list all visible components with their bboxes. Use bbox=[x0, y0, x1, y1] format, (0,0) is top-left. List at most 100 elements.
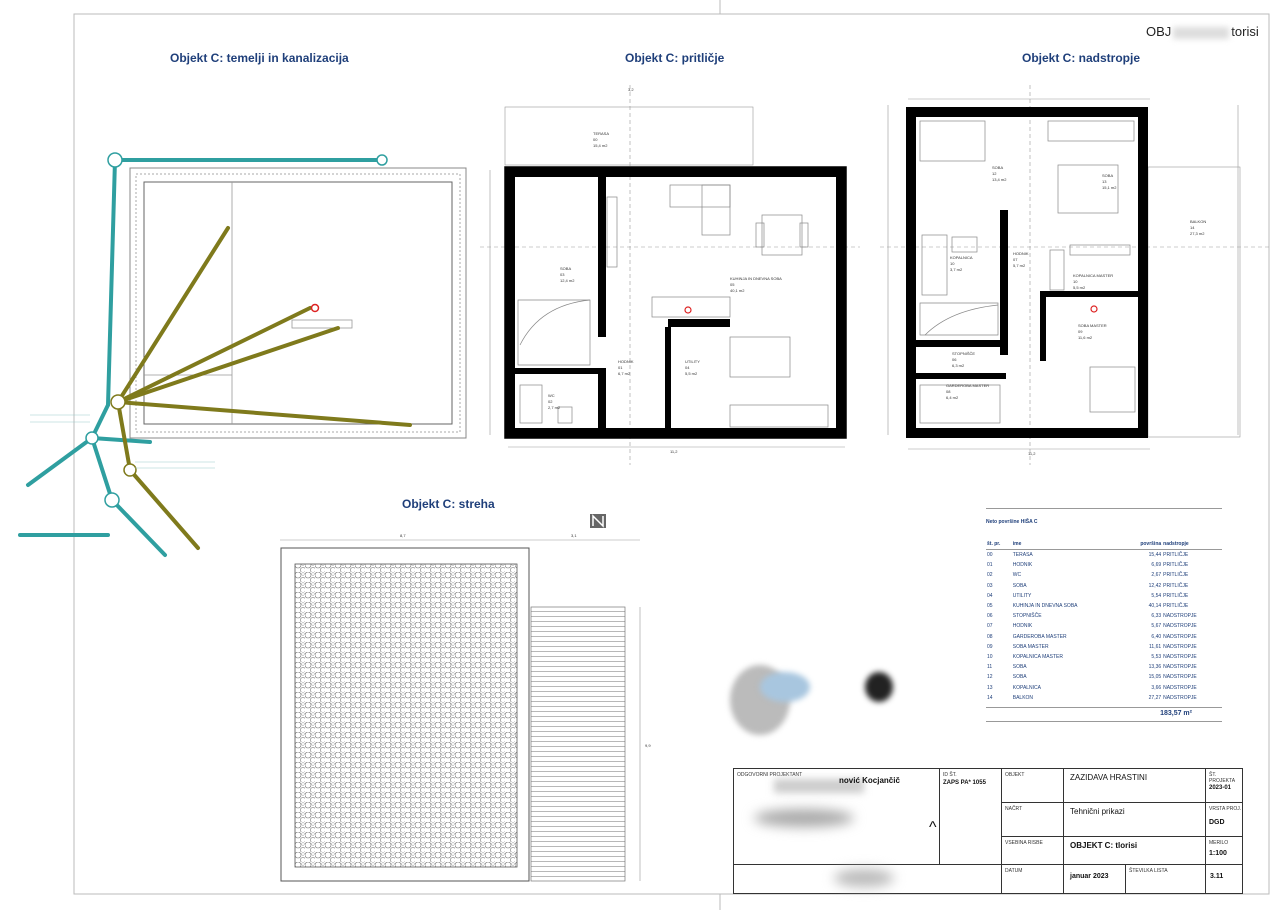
area-table-cell: 11,61 bbox=[1149, 643, 1162, 650]
svg-text:03: 03 bbox=[560, 272, 565, 277]
svg-text:12: 12 bbox=[992, 171, 997, 176]
ground-floor-plan: TERASA 00 15,4 m2 SOBA 03 12,4 m2 KUHINJ… bbox=[480, 85, 860, 465]
svg-text:05: 05 bbox=[730, 282, 735, 287]
tb-date: januar 2023 bbox=[1064, 865, 1126, 893]
area-table-cell: PRITLIČJE bbox=[1163, 592, 1189, 599]
tb-scale: MERILO 1:100 bbox=[1206, 837, 1242, 865]
area-table-cell: NADSTROPJE bbox=[1163, 654, 1197, 661]
title-block: ODGOVORNI PROJEKTANT nović Kocjančič ^ I… bbox=[733, 768, 1243, 894]
tb-drawing-label: VSEBINA RISBE bbox=[1002, 837, 1064, 865]
area-table-cell: KUHINJA IN DNEVNA SOBA bbox=[1012, 603, 1078, 610]
area-table-cell: 6,40 bbox=[1151, 633, 1162, 640]
area-col-no: št. pr. bbox=[986, 539, 1012, 550]
tb-content-label: NAČRT bbox=[1002, 803, 1064, 837]
area-table-cell: 02 bbox=[987, 572, 993, 579]
area-table-cell: SOBA bbox=[1012, 582, 1027, 589]
room-garderoba-name: GARDEROBA MASTER bbox=[946, 383, 989, 388]
tb-project-no: ŠT. PROJEKTA 2023-01 bbox=[1206, 769, 1242, 803]
svg-text:10: 10 bbox=[1073, 279, 1078, 284]
svg-text:13,4 m2: 13,4 m2 bbox=[992, 177, 1007, 182]
area-table-cell: NADSTROPJE bbox=[1163, 664, 1197, 671]
logo-blur-dark bbox=[865, 672, 893, 702]
svg-text:6,7 m2: 6,7 m2 bbox=[618, 371, 631, 376]
area-table-cell: 6,69 bbox=[1151, 562, 1162, 569]
room-soba12-name: SOBA bbox=[992, 165, 1003, 170]
room-soba13-name: SOBA bbox=[1102, 173, 1113, 178]
foundations-plan bbox=[18, 152, 467, 557]
area-col-floor: nadstropje bbox=[1162, 539, 1222, 550]
area-table-cell: 14 bbox=[987, 694, 993, 701]
tb-object: ZAZIDAVA HRASTINI bbox=[1064, 769, 1206, 803]
room-kuhinja-name: KUHINJA IN DNEVNA SOBA bbox=[730, 276, 782, 281]
area-table-cell: 5,54 bbox=[1151, 592, 1162, 599]
svg-text:13: 13 bbox=[1102, 179, 1107, 184]
area-table-cell: 08 bbox=[987, 633, 993, 640]
north-arrow-icon bbox=[590, 514, 606, 528]
tb-sheet-label: ŠTEVILKA LISTA bbox=[1126, 865, 1206, 893]
area-table-cell: SOBA bbox=[1012, 664, 1027, 671]
area-table-cell: UTILITY bbox=[1012, 592, 1032, 599]
room-hodnik-name: HODNIK bbox=[618, 359, 634, 364]
svg-text:27,3 m2: 27,3 m2 bbox=[1190, 231, 1205, 236]
area-table-cell: 05 bbox=[987, 603, 993, 610]
area-table-cell: 09 bbox=[987, 643, 993, 650]
area-table-cell: SOBA bbox=[1012, 674, 1027, 681]
room-wc-name: WC bbox=[548, 393, 555, 398]
area-table-cell: PRITLIČJE bbox=[1163, 603, 1189, 610]
area-table-cell: 15,05 bbox=[1148, 674, 1162, 681]
room-stopnisce-name: STOPNIŠČE bbox=[952, 351, 975, 356]
area-table-cell: PRITLIČJE bbox=[1163, 552, 1189, 558]
area-table-cell: NADSTROPJE bbox=[1163, 623, 1197, 630]
room-soba-name: SOBA bbox=[560, 266, 571, 271]
signature-mark: ^ bbox=[929, 819, 937, 836]
area-table-cell: KOPALNICA bbox=[1012, 684, 1041, 691]
area-table-cell: BALKON bbox=[1012, 694, 1034, 701]
svg-text:6,3 m2: 6,3 m2 bbox=[952, 363, 965, 368]
area-table-caption: Neto površine HIŠA C bbox=[986, 519, 1038, 525]
area-table-cell: 6,33 bbox=[1151, 613, 1162, 620]
tb-date-label: DATUM bbox=[1002, 865, 1064, 893]
area-table-cell: 15,44 bbox=[1148, 552, 1162, 558]
upper-floor-title: Objekt C: nadstropje bbox=[1022, 51, 1141, 65]
area-table-cell: 2,67 bbox=[1151, 572, 1162, 579]
svg-text:09: 09 bbox=[1078, 329, 1083, 334]
room-kopalnica-master-name: KOPALNICA MASTER bbox=[1073, 273, 1113, 278]
area-table-cell: NADSTROPJE bbox=[1163, 694, 1197, 701]
area-table: Neto površine HIŠA C št. pr. ime površin… bbox=[986, 508, 1222, 723]
svg-text:5,5 m2: 5,5 m2 bbox=[1073, 285, 1086, 290]
area-table-cell: PRITLIČJE bbox=[1163, 572, 1189, 579]
svg-text:06: 06 bbox=[952, 357, 957, 362]
room-balkon-name: BALKON bbox=[1190, 219, 1206, 224]
svg-text:5,7 m2: 5,7 m2 bbox=[1013, 263, 1026, 268]
area-table-cell: 5,67 bbox=[1151, 623, 1162, 630]
tb-object-label: OBJEKT bbox=[1002, 769, 1064, 803]
svg-text:10: 10 bbox=[950, 261, 955, 266]
area-col-area: površina bbox=[1123, 539, 1163, 550]
roof-title: Objekt C: streha bbox=[402, 497, 495, 511]
area-table-cell: HODNIK bbox=[1012, 562, 1033, 569]
ground-width-dim: 11,2 bbox=[670, 449, 678, 454]
tb-designer: ODGOVORNI PROJEKTANT nović Kocjančič ^ bbox=[734, 769, 940, 865]
upper-floor-plan: SOBA 12 13,4 m2 SOBA 13 15,1 m2 BALKON 1… bbox=[880, 85, 1270, 465]
area-table-cell: 12,42 bbox=[1148, 582, 1162, 589]
area-table-cell: 10 bbox=[987, 654, 993, 661]
svg-text:5,5 m2: 5,5 m2 bbox=[685, 371, 698, 376]
area-table-total: 183,57 m² bbox=[986, 707, 1222, 717]
svg-text:14: 14 bbox=[1190, 225, 1195, 230]
svg-text:11,6 m2: 11,6 m2 bbox=[1078, 335, 1093, 340]
area-table-cell: STOPNIŠČE bbox=[1012, 613, 1042, 620]
room-soba-master-name: SOBA MASTER bbox=[1078, 323, 1107, 328]
